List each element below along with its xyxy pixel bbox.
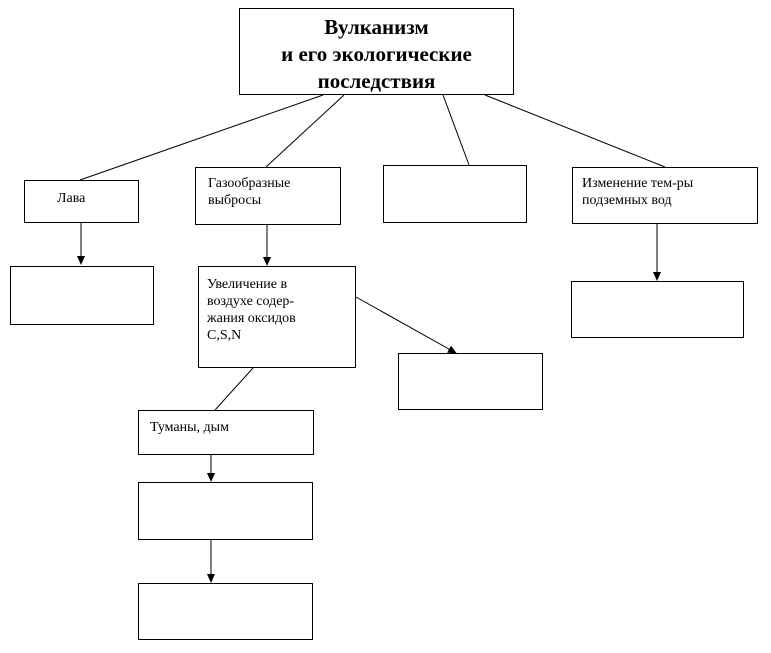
connector-title-groundwater <box>484 94 666 168</box>
connector-title-gas <box>265 94 345 168</box>
groundwater-box <box>572 167 758 224</box>
connector-title-lava <box>79 94 324 181</box>
arrow-oxides-right <box>355 296 457 354</box>
empty-box-under-groundwater <box>571 281 744 338</box>
lava-box <box>24 180 139 223</box>
oxides-label: Увеличение в воздухе содер- жания оксидо… <box>207 277 296 343</box>
fog-smoke-label: Туманы, дым <box>150 420 229 435</box>
gas-emissions-box <box>195 167 341 225</box>
oxides-box <box>198 266 356 368</box>
empty-box-oxides-right <box>398 353 543 410</box>
diagram-title: Вулканизм и его экологические последстви… <box>281 15 472 93</box>
fog-smoke-box <box>138 410 314 455</box>
empty-box-level1 <box>383 165 527 223</box>
lava-label: Лава <box>57 191 86 206</box>
groundwater-label: Изменение тем-ры подземных вод <box>582 176 694 208</box>
empty-box-under-fog <box>138 482 313 540</box>
empty-box-under-lava <box>10 266 154 325</box>
connector-title-empty <box>442 94 470 166</box>
gas-emissions-label: Газообразные выбросы <box>208 176 291 208</box>
empty-box-bottom <box>138 583 313 640</box>
title-box <box>239 8 514 95</box>
connector-oxides-fog <box>214 367 254 411</box>
